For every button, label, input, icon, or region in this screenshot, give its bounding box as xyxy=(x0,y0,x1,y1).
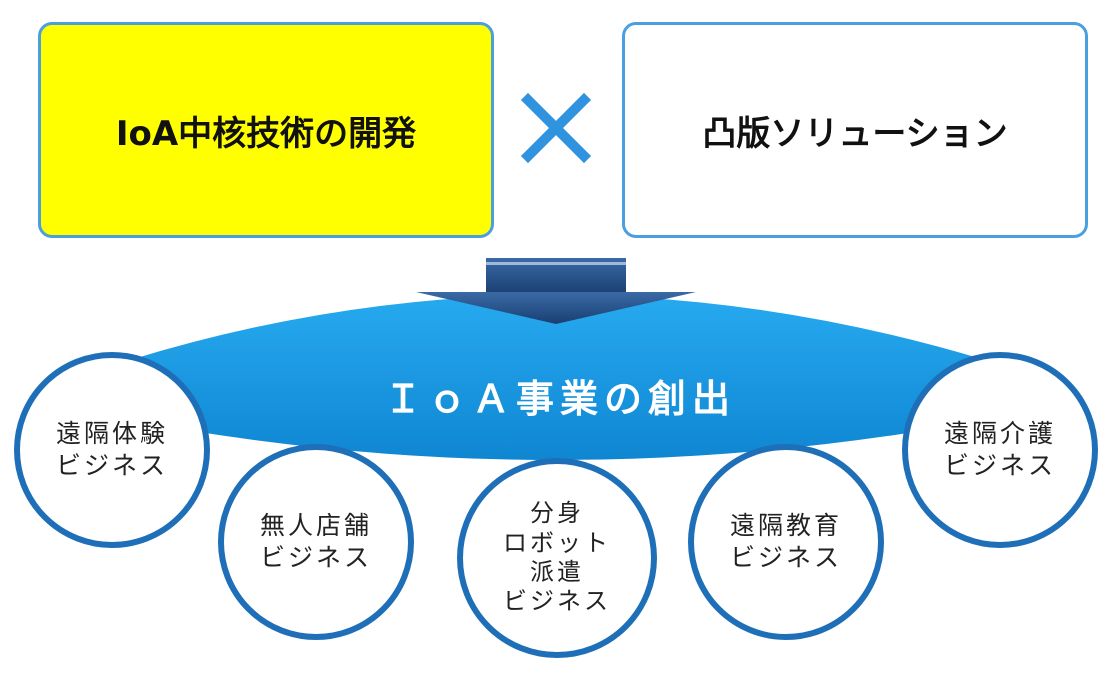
business-circle-remote-education: 遠隔教育 ビジネス xyxy=(688,444,884,640)
business-line: 遠隔体験 xyxy=(55,419,168,448)
banner-title: ＩｏＡ事業の創出 xyxy=(383,377,736,421)
down-arrow-icon xyxy=(416,258,696,324)
business-line: ビジネス xyxy=(55,451,168,480)
business-circle-remote-care: 遠隔介護 ビジネス xyxy=(902,352,1098,548)
business-line: ビジネス xyxy=(729,543,842,572)
business-line: 遠隔教育 xyxy=(729,511,842,540)
ioa-core-tech-box: IoA中核技術の開発 xyxy=(38,22,494,238)
business-line: ビジネス xyxy=(503,587,611,616)
business-circle-remote-experience: 遠隔体験 ビジネス xyxy=(14,352,210,548)
business-line: 遠隔介護 xyxy=(943,419,1056,448)
business-line: ビジネス xyxy=(943,451,1056,480)
business-circle-avatar-robot: 分身 ロボット 派遣 ビジネス xyxy=(457,458,657,658)
business-line: 分身 xyxy=(530,499,584,528)
multiply-icon xyxy=(520,92,592,164)
toppan-solution-box: 凸版ソリューション xyxy=(622,22,1088,238)
business-line: ロボット xyxy=(503,528,611,557)
business-line: 派遣 xyxy=(530,558,584,586)
business-circle-unmanned-store: 無人店舗 ビジネス xyxy=(218,444,414,640)
business-line: 無人店舗 xyxy=(259,511,372,540)
business-line: ビジネス xyxy=(259,543,372,572)
ioa-core-tech-label: IoA中核技術の開発 xyxy=(115,113,417,154)
toppan-solution-label: 凸版ソリューション xyxy=(702,113,1008,154)
banner-shape xyxy=(130,295,985,460)
